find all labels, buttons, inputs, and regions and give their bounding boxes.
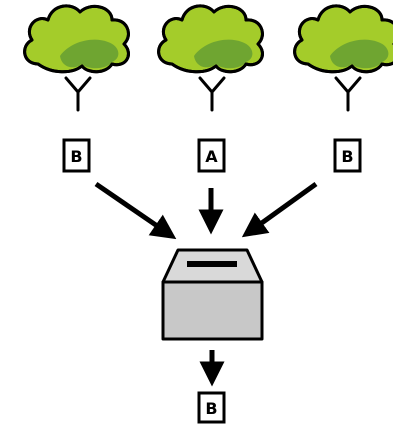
arrow-icon xyxy=(241,181,318,238)
result-vote-text: B xyxy=(205,399,217,418)
tree-vote-text: B xyxy=(70,147,82,166)
tree-vote-label: A xyxy=(197,138,226,173)
tree-vote-text: B xyxy=(341,147,353,166)
tree-vote-label: B xyxy=(333,138,362,173)
tree-icon xyxy=(23,4,130,112)
tree-icon xyxy=(157,4,264,112)
tree-vote-label: B xyxy=(62,138,91,173)
result-vote-label: B xyxy=(197,391,226,424)
ballot-box-icon xyxy=(161,248,264,341)
tree-vote-text: A xyxy=(205,147,218,166)
arrow-icon xyxy=(94,181,177,240)
tree-icon xyxy=(293,4,393,112)
